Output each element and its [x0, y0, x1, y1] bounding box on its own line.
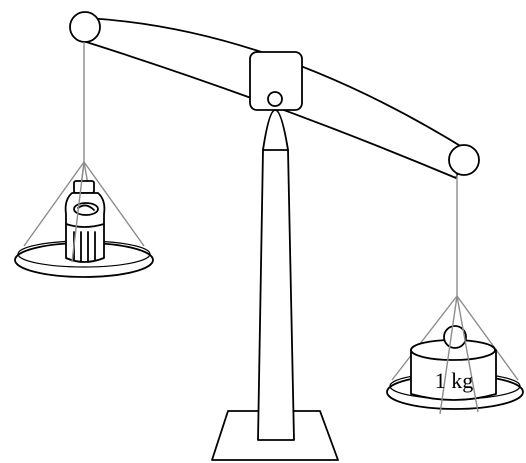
bottle-icon [66, 162, 105, 262]
kilogram-weight: 1 kg [411, 296, 496, 414]
scale-post [258, 115, 294, 440]
scale-pivot [250, 52, 302, 150]
right-beam-knob [449, 145, 479, 175]
weight-label: 1 kg [435, 368, 474, 393]
left-beam-knob [70, 12, 100, 42]
